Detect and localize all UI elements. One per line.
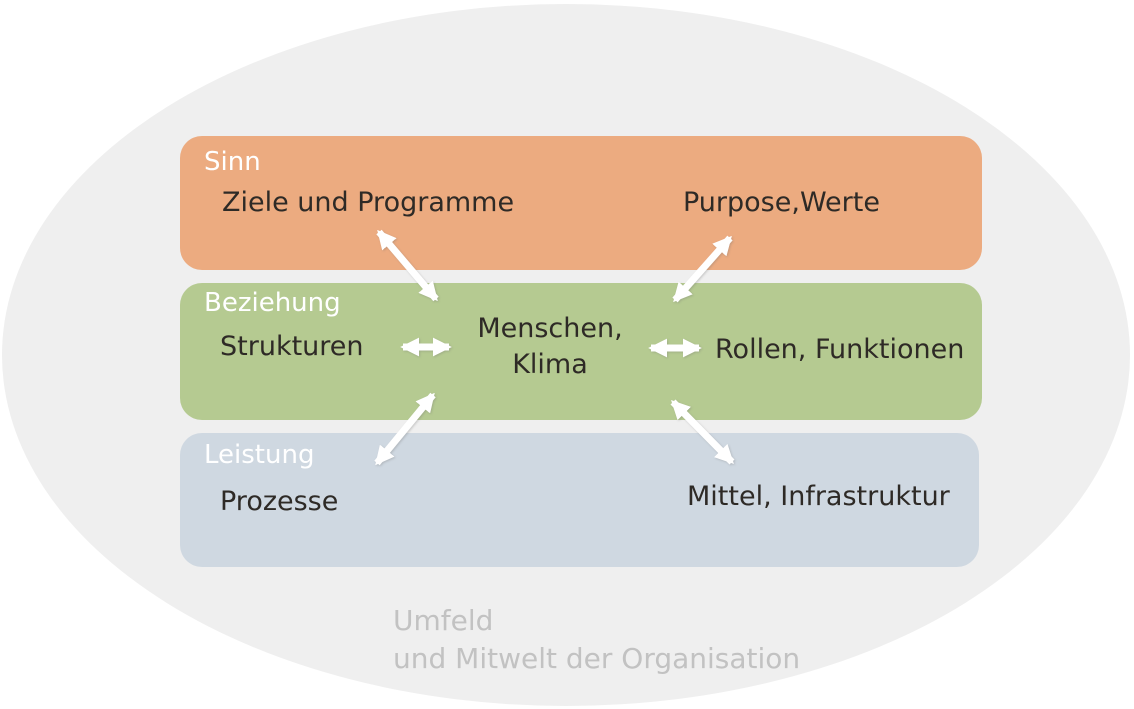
node-purpose-werte: Purpose,Werte [683,187,880,218]
node-mittel-infrastruktur: Mittel, Infrastruktur [687,481,950,512]
band-leistung: Leistung Prozesse Mittel, Infrastruktur [180,433,979,567]
band-beziehung-label: Beziehung [204,288,341,318]
environment-caption-line2: und Mitwelt der Organisation [393,642,801,675]
band-sinn: Sinn Ziele und Programme Purpose,Werte [180,136,982,270]
node-menschen-klima: Menschen, Klima [450,311,650,383]
environment-caption: Umfeld und Mitwelt der Organisation [393,602,800,678]
node-menschen-klima-line1: Menschen, [477,313,623,344]
band-sinn-label: Sinn [204,147,261,177]
node-ziele-und-programme: Ziele und Programme [222,187,515,218]
node-prozesse: Prozesse [220,486,339,517]
node-strukturen: Strukturen [220,331,364,362]
node-menschen-klima-line2: Klima [512,349,588,380]
band-beziehung: Beziehung Strukturen Menschen, Klima Rol… [180,283,982,420]
band-leistung-label: Leistung [204,440,315,470]
node-rollen-funktionen: Rollen, Funktionen [715,334,965,365]
environment-caption-line1: Umfeld [393,604,494,637]
